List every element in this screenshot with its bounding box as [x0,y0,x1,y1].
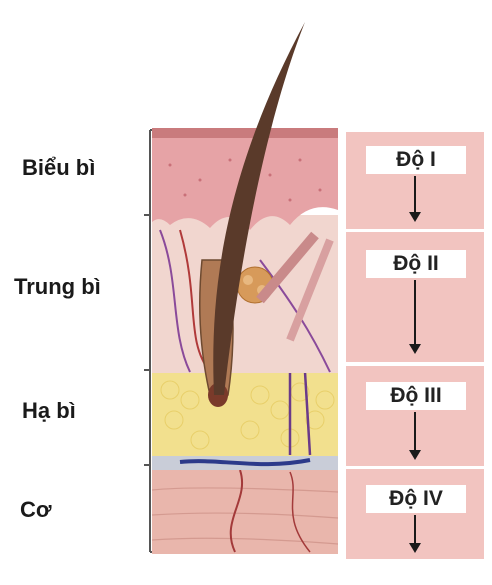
degree-box-3: Độ III [346,364,484,466]
arrow-shaft [414,176,416,214]
arrow-down-icon [409,344,421,354]
layer-label-dermis: Trung bì [14,274,101,300]
layer-label-epidermis: Biểu bì [22,155,95,181]
skin-cross-section [140,0,340,585]
arrow-down-icon [409,450,421,460]
degree-box-4: Độ IV [346,467,484,559]
layer-label-hypodermis: Hạ bì [22,398,76,424]
degree-box-2: Độ II [346,230,484,362]
muscle-layer [152,468,338,554]
arrow-shaft [414,515,416,545]
arrow-down-icon [409,212,421,222]
degree-label-1: Độ I [366,146,466,174]
layer-label-muscle: Cơ [20,497,52,523]
arrow-down-icon [409,543,421,553]
degree-box-1: Độ I [346,130,484,229]
arrow-shaft [414,280,416,346]
degree-label-3: Độ III [366,382,466,410]
degree-label-4: Độ IV [366,485,466,513]
arrow-shaft [414,412,416,452]
degree-label-2: Độ II [366,250,466,278]
